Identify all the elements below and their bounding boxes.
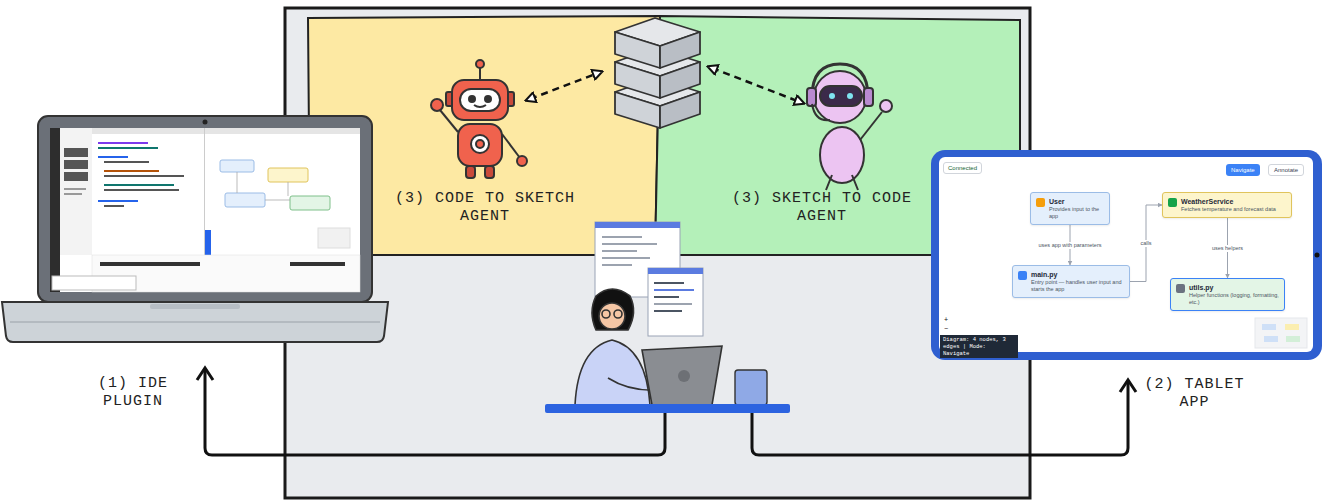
- arrowhead: [1120, 380, 1136, 392]
- node-description: Entry point — handles user input and sta…: [1031, 279, 1124, 293]
- region-label: (2) TABLET APP: [1137, 376, 1252, 412]
- dashed-arrow: [712, 68, 800, 102]
- connector: [1130, 205, 1162, 282]
- process-box: main.pyEntry point — handles user input …: [1012, 265, 1130, 298]
- agent-panel: (3) CODE TO SKETCH AGENT: [310, 18, 658, 255]
- mode-button: Navigate: [1226, 164, 1260, 176]
- red-robot: [431, 60, 527, 178]
- zoom-control: −: [944, 325, 948, 333]
- dashed-arrow: [530, 73, 598, 99]
- node-icon: [1036, 198, 1045, 207]
- region-label: (3) CODE TO SKETCH AGENT: [385, 190, 585, 226]
- edge-label: uses helpers: [1211, 245, 1244, 252]
- connector-arrow: [205, 370, 665, 455]
- agent-panel: (3) SKETCH TO CODE AGENT: [658, 18, 1020, 255]
- purple-robot: [807, 64, 892, 190]
- node-description: Provides input to the app: [1049, 206, 1104, 220]
- node-icon: [1176, 284, 1185, 293]
- zoom-control: +: [944, 316, 948, 324]
- node-icon: [1018, 271, 1027, 280]
- mode-button: Annotate: [1268, 164, 1304, 176]
- status-button: Connected: [943, 162, 982, 174]
- edge-label: uses app with parameters: [1038, 242, 1103, 249]
- node-description: Fetches temperature and forecast data: [1181, 206, 1286, 213]
- node-text: main.pyEntry point — handles user input …: [1031, 270, 1124, 293]
- ide-plugin: (1) IDE PLUGIN: [0, 112, 395, 412]
- person: [575, 289, 660, 405]
- node-text: WeatherServiceFetches temperature and fo…: [1181, 197, 1286, 213]
- tablet-app: (2) TABLET APPUserProvides input to the …: [930, 150, 1322, 360]
- region-label: (1) IDE PLUGIN: [83, 375, 183, 411]
- status-bar: Diagram: 4 nodes, 3 edges | Mode: Naviga…: [940, 335, 1018, 358]
- connector-arrow: [752, 382, 1128, 455]
- process-box: utils.pyHelper functions (logging, forma…: [1170, 278, 1285, 311]
- process-box: WeatherServiceFetches temperature and fo…: [1162, 192, 1292, 218]
- arrowhead: [197, 368, 213, 380]
- tablet: [931, 150, 1322, 360]
- node-icon: [1168, 198, 1177, 207]
- desk: [545, 346, 790, 413]
- node-text: utils.pyHelper functions (logging, forma…: [1189, 283, 1279, 306]
- node-title: utils.py: [1189, 283, 1279, 292]
- node-title: User: [1049, 197, 1104, 206]
- server-stack: [615, 18, 700, 128]
- node-title: WeatherService: [1181, 197, 1286, 206]
- node-text: UserProvides input to the app: [1049, 197, 1104, 220]
- node-description: Helper functions (logging, formatting, e…: [1189, 292, 1279, 306]
- edge-label: calls: [1139, 240, 1152, 247]
- process-box: UserProvides input to the app: [1030, 192, 1110, 225]
- frame: [285, 8, 1030, 498]
- code-windows: [595, 222, 703, 336]
- region-label: (3) SKETCH TO CODE AGENT: [722, 190, 922, 226]
- laptop: [2, 116, 388, 342]
- node-title: main.py: [1031, 270, 1124, 279]
